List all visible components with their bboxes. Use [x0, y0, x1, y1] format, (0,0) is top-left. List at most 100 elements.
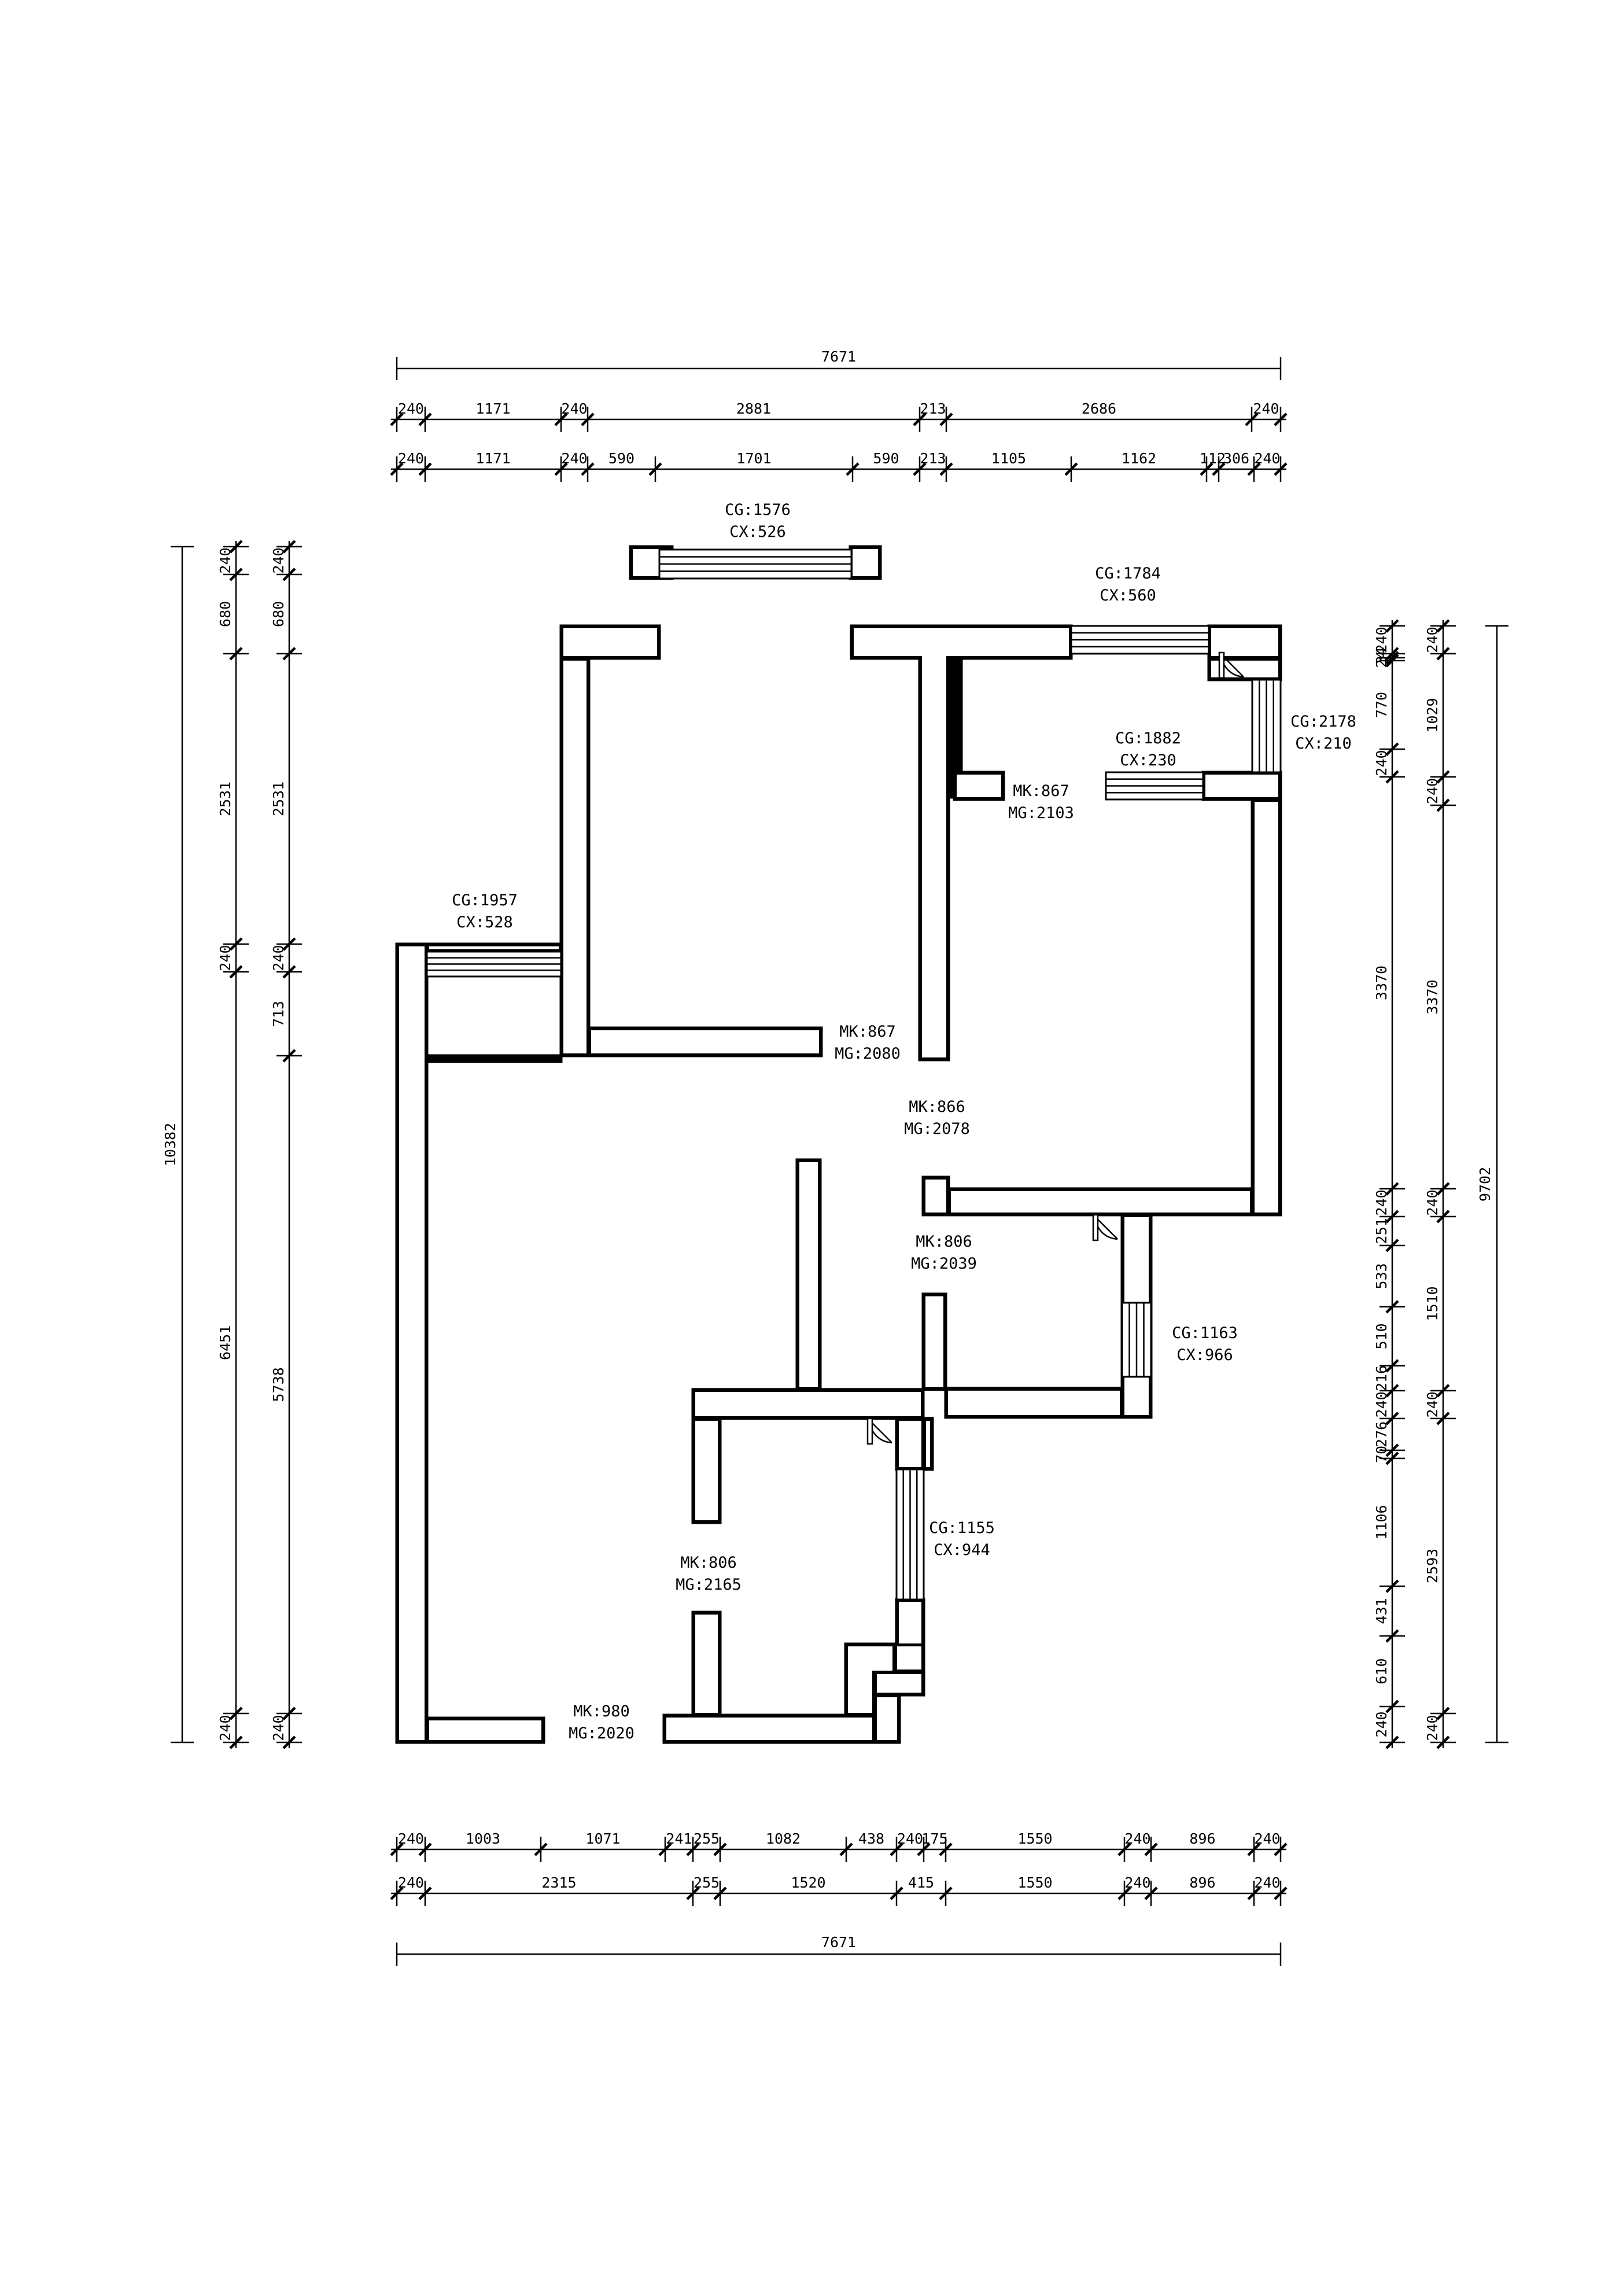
dim-right-col2-slash	[1436, 1182, 1450, 1196]
door-swing-mid-leaf	[1092, 1214, 1099, 1241]
dim-right-col2-label: 240	[1424, 1189, 1441, 1215]
dim-left-col1-label: 240	[217, 1715, 234, 1741]
dim-bot-row1-slash	[890, 1842, 903, 1856]
dim-top-row1-slash	[418, 412, 432, 426]
dim-left-col2-label: 713	[270, 1001, 287, 1027]
dim-top-row2-slash	[846, 462, 860, 476]
dim-right-col1-label: 240	[1373, 1711, 1390, 1737]
dim-bot-row2-slash	[686, 1886, 700, 1900]
door-swing-low	[866, 1417, 892, 1445]
dim-top-row1-slash	[390, 412, 404, 426]
label-win-ne-top-line: CX:560	[1100, 587, 1156, 605]
dim-top-row1-label: 240	[561, 400, 587, 417]
window-ne-side	[1251, 679, 1282, 773]
dim-right-col2-slash	[1436, 798, 1450, 812]
wall-fill	[922, 1026, 929, 1057]
dim-bot-row1-slash	[917, 1842, 931, 1856]
label-win-low-line: CG:1155	[929, 1519, 995, 1537]
dim-top-row2-label: 213	[920, 450, 946, 467]
dim-right-col1-label: 34	[1373, 647, 1390, 664]
dim-right-col2-slash	[1436, 1210, 1450, 1223]
wall-fill	[1205, 775, 1278, 797]
dim-left-col1-slash	[229, 647, 243, 661]
dim-left-col1-slash	[229, 1735, 243, 1749]
dim-right-col1-slash	[1385, 1210, 1399, 1223]
door-swing-mid	[1092, 1214, 1118, 1241]
dim-right-col1-slash	[1385, 1629, 1399, 1643]
dim-left-col2-label: 5738	[270, 1367, 287, 1402]
dim-bot-row1-slash	[390, 1842, 404, 1856]
dim-bot-row1-slash	[1117, 1842, 1131, 1856]
wall-fill	[848, 1646, 892, 1671]
dim-top-row1-slash	[554, 412, 568, 426]
dim-top-row2-slash	[581, 462, 595, 476]
dim-bot-row2-label: 2315	[541, 1874, 576, 1891]
dim-bot-row1-label: 255	[694, 1830, 720, 1847]
window-mid	[1121, 1302, 1152, 1378]
wall-fill	[925, 1296, 943, 1387]
window-west	[426, 950, 562, 978]
dim-bot-row1-slash	[658, 1842, 672, 1856]
dim-bot-row1-slash	[418, 1842, 432, 1856]
dim-bot-row2-label: 896	[1189, 1874, 1215, 1891]
dim-right-col2-slash	[1436, 1411, 1450, 1425]
dim-top-row2-slash	[390, 462, 404, 476]
dim-top-row2-slash	[1247, 462, 1261, 476]
dim-left-col1-label: 240	[217, 945, 234, 971]
label-door-center-a-line: MK:867	[839, 1023, 896, 1041]
dim-right-col1-slash	[1385, 619, 1399, 633]
label-door-center-b-line: MK:866	[909, 1098, 965, 1116]
label-win-top-line: CG:1576	[725, 501, 791, 519]
dim-right-col1-label: 251	[1373, 1218, 1390, 1244]
dim-right-col2-label: 240	[1424, 1391, 1441, 1417]
dim-left-col2-slash	[282, 540, 296, 554]
dim-right-col1-slash	[1385, 1451, 1399, 1465]
dim-right-total: 9702	[1477, 625, 1508, 1744]
dim-top-row1-label: 240	[1253, 400, 1279, 417]
dim-left-col2-slash	[282, 647, 296, 661]
label-win-mid-line: CG:1163	[1172, 1324, 1238, 1342]
label-win-ne-top-line: CG:1784	[1095, 565, 1161, 583]
dim-bot-row2-label: 240	[1124, 1874, 1150, 1891]
dim-left-col2-slash	[282, 1049, 296, 1063]
label-door-center-b-line: MG:2078	[904, 1120, 970, 1138]
label-win-top-line: CX:526	[729, 523, 786, 541]
dim-bot-row1-label: 241	[666, 1830, 692, 1847]
dim-top-row2-label: 1162	[1122, 450, 1156, 467]
dim-top-row2-slash	[648, 462, 662, 476]
dim-top-row2-label: 240	[561, 450, 587, 467]
dim-left-col2-label: 2531	[270, 782, 287, 816]
dim-bot-row1-label: 240	[1124, 1830, 1150, 1847]
dim-left-col1-slash	[229, 540, 243, 554]
label-door-low-line: MK:806	[680, 1554, 737, 1572]
dim-bot-row1-label: 1082	[766, 1830, 801, 1847]
dim-bot-row1-label: 240	[897, 1830, 923, 1847]
label-win-low-line: CX:944	[934, 1541, 990, 1559]
wall-fill	[897, 1646, 921, 1670]
wall-fill	[429, 946, 559, 949]
dim-bot-row2-label: 1550	[1017, 1874, 1052, 1891]
dim-bot-row1-slash	[1247, 1842, 1261, 1856]
label-door-center-a-line: MG:2080	[835, 1045, 901, 1063]
wall-fill	[853, 549, 878, 576]
dim-right-col1-label: 70	[1373, 1446, 1390, 1463]
wall-fill	[563, 661, 587, 1053]
dim-top-row2-label: 240	[1254, 450, 1280, 467]
dim-right-col2-slash	[1436, 1707, 1450, 1720]
dim-right-col2-label: 240	[1424, 1715, 1441, 1741]
dim-right-col1-slash	[1385, 1411, 1399, 1425]
dim-bot-row1-label: 240	[398, 1830, 424, 1847]
window-low	[895, 1468, 925, 1601]
label-door-low-line: MG:2165	[676, 1576, 742, 1594]
wall-fill	[854, 628, 1069, 656]
dim-top-row1-label: 213	[920, 400, 946, 417]
window-ne-inner	[1105, 771, 1204, 801]
dim-bot-row2-label: 255	[694, 1874, 720, 1891]
wall-fill	[695, 1615, 718, 1713]
